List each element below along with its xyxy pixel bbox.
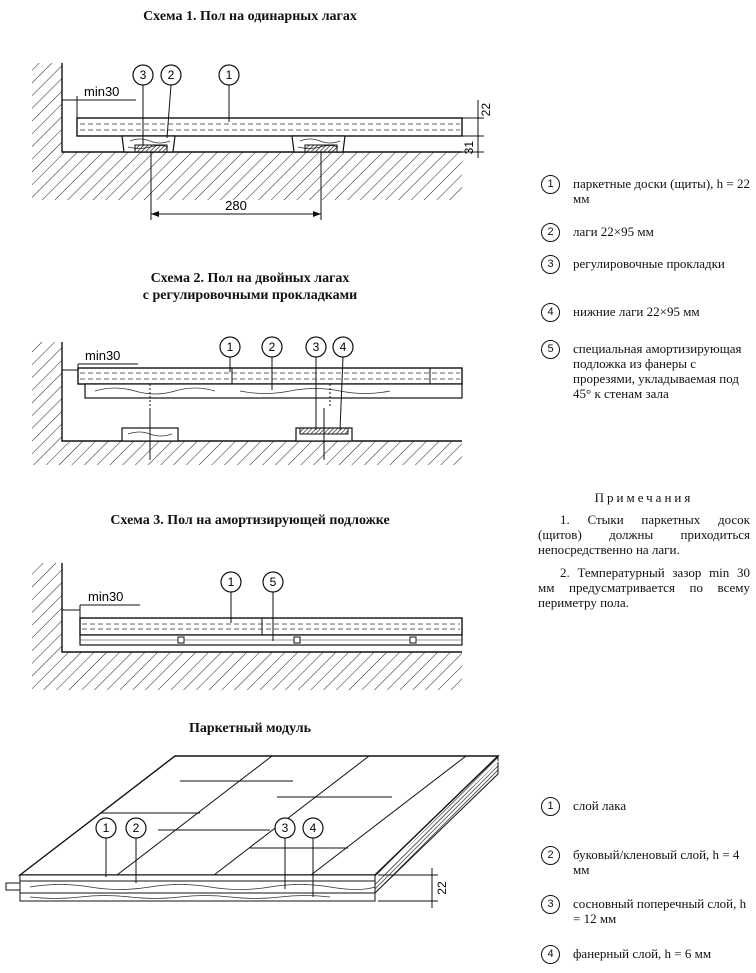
svg-text:1: 1: [103, 821, 110, 835]
scheme2-callout-1: [219, 336, 241, 358]
scheme1-parquet-board: [76, 117, 463, 137]
legend-text: фанерный слой, h = 6 мм: [573, 946, 712, 961]
module-callout-2: [125, 817, 147, 839]
scheme1-title: Схема 1. Пол на одинарных лагах: [143, 9, 357, 24]
module-callout-1: [95, 817, 117, 839]
legend-text: паркетные доски (щиты), h = 22 мм: [573, 176, 750, 206]
legend-text: слой лака: [573, 798, 627, 813]
scheme2-wall-hatch: [32, 342, 462, 465]
module-top-surface: [17, 755, 500, 876]
scheme1-callout-2: [160, 64, 182, 86]
scheme3-gap-label: min30: [88, 589, 123, 604]
scheme2-gap-label: min30: [85, 348, 120, 363]
scheme3-drawing: 1 5 min30: [32, 563, 463, 690]
scheme2-parquet-board: [77, 367, 463, 385]
svg-text:1: 1: [226, 68, 233, 82]
scheme1-gap-label: min30: [84, 84, 119, 99]
scheme3-callout-5: [262, 571, 284, 593]
svg-text:5: 5: [270, 575, 277, 589]
note-1: 1. Стыки паркетных досок (щитов) должны …: [538, 512, 750, 557]
note-2: 2. Температурный зазор min 30 мм предусм…: [538, 565, 750, 610]
svg-text:3: 3: [140, 68, 147, 82]
legend-text: буковый/кленовый слой, h = 4 мм: [573, 847, 740, 877]
svg-text:4: 4: [340, 340, 347, 354]
legend-number: 2: [541, 223, 560, 242]
scheme2-joist-upper: [84, 383, 463, 399]
scheme3-parquet-board: [79, 617, 463, 636]
legend-text: сосновный поперечный слой, h = 12 мм: [573, 896, 747, 926]
scheme1-callout-3: [132, 64, 154, 86]
legend-number: 5: [541, 340, 560, 359]
scheme3-callout-1: [220, 571, 242, 593]
scheme1-shim-right: [304, 144, 338, 153]
legend-text: нижние лаги 22×95 мм: [573, 304, 700, 319]
scheme1-callout-1: [218, 64, 240, 86]
module-dim-thickness: 22: [435, 881, 449, 895]
legend-number: 1: [541, 175, 560, 194]
scheme1-wall-hatch: [32, 63, 462, 200]
module-drawing: 22 1 2 3 4: [5, 754, 500, 908]
notes: Примечания 1. Стыки паркетных досок (щит…: [538, 490, 750, 618]
svg-text:4: 4: [310, 821, 317, 835]
module-callout-4: [302, 817, 324, 839]
scheme3-title: Схема 3. Пол на амортизирующей подложке: [110, 513, 390, 528]
legend-number: 2: [541, 846, 560, 865]
scheme1-dim-joist: 31: [462, 141, 476, 155]
svg-text:2: 2: [269, 340, 276, 354]
legend-text: регулировочные прокладки: [573, 256, 725, 271]
legend-number: 4: [541, 945, 560, 964]
svg-text:3: 3: [313, 340, 320, 354]
notes-title: Примечания: [594, 490, 694, 505]
scheme2-callout-2: [261, 336, 283, 358]
legend-number: 3: [541, 895, 560, 914]
svg-text:1: 1: [227, 340, 234, 354]
scheme2-title-line1: Схема 2. Пол на двойных лагах: [150, 271, 350, 286]
scheme1-dim-span: 280: [225, 198, 247, 213]
module-callout-3: [274, 817, 296, 839]
legend-number: 1: [541, 797, 560, 816]
scheme1-shim-left: [134, 144, 168, 153]
legend-text: специальная амортизирующая подложка из ф…: [573, 341, 742, 401]
svg-text:3: 3: [282, 821, 289, 835]
module-title: Паркетный модуль: [189, 721, 311, 736]
scheme1-dim-board: 22: [479, 103, 493, 117]
scheme2-callout-3: [305, 336, 327, 358]
legend-text: лаги 22×95 мм: [573, 224, 654, 239]
svg-text:1: 1: [228, 575, 235, 589]
scheme3-wall-hatch: [32, 563, 462, 690]
svg-text:2: 2: [168, 68, 175, 82]
svg-text:2: 2: [133, 821, 140, 835]
scheme2-title-line2: с регулировочными прокладками: [142, 288, 358, 303]
scheme2-callout-4: [332, 336, 354, 358]
legend-number: 3: [541, 255, 560, 274]
legend-number: 4: [541, 303, 560, 322]
scheme2-drawing: 1 2 3 4 min30: [32, 336, 463, 465]
scheme1-drawing: 3 2 1 min30 22 31 280: [32, 63, 493, 220]
